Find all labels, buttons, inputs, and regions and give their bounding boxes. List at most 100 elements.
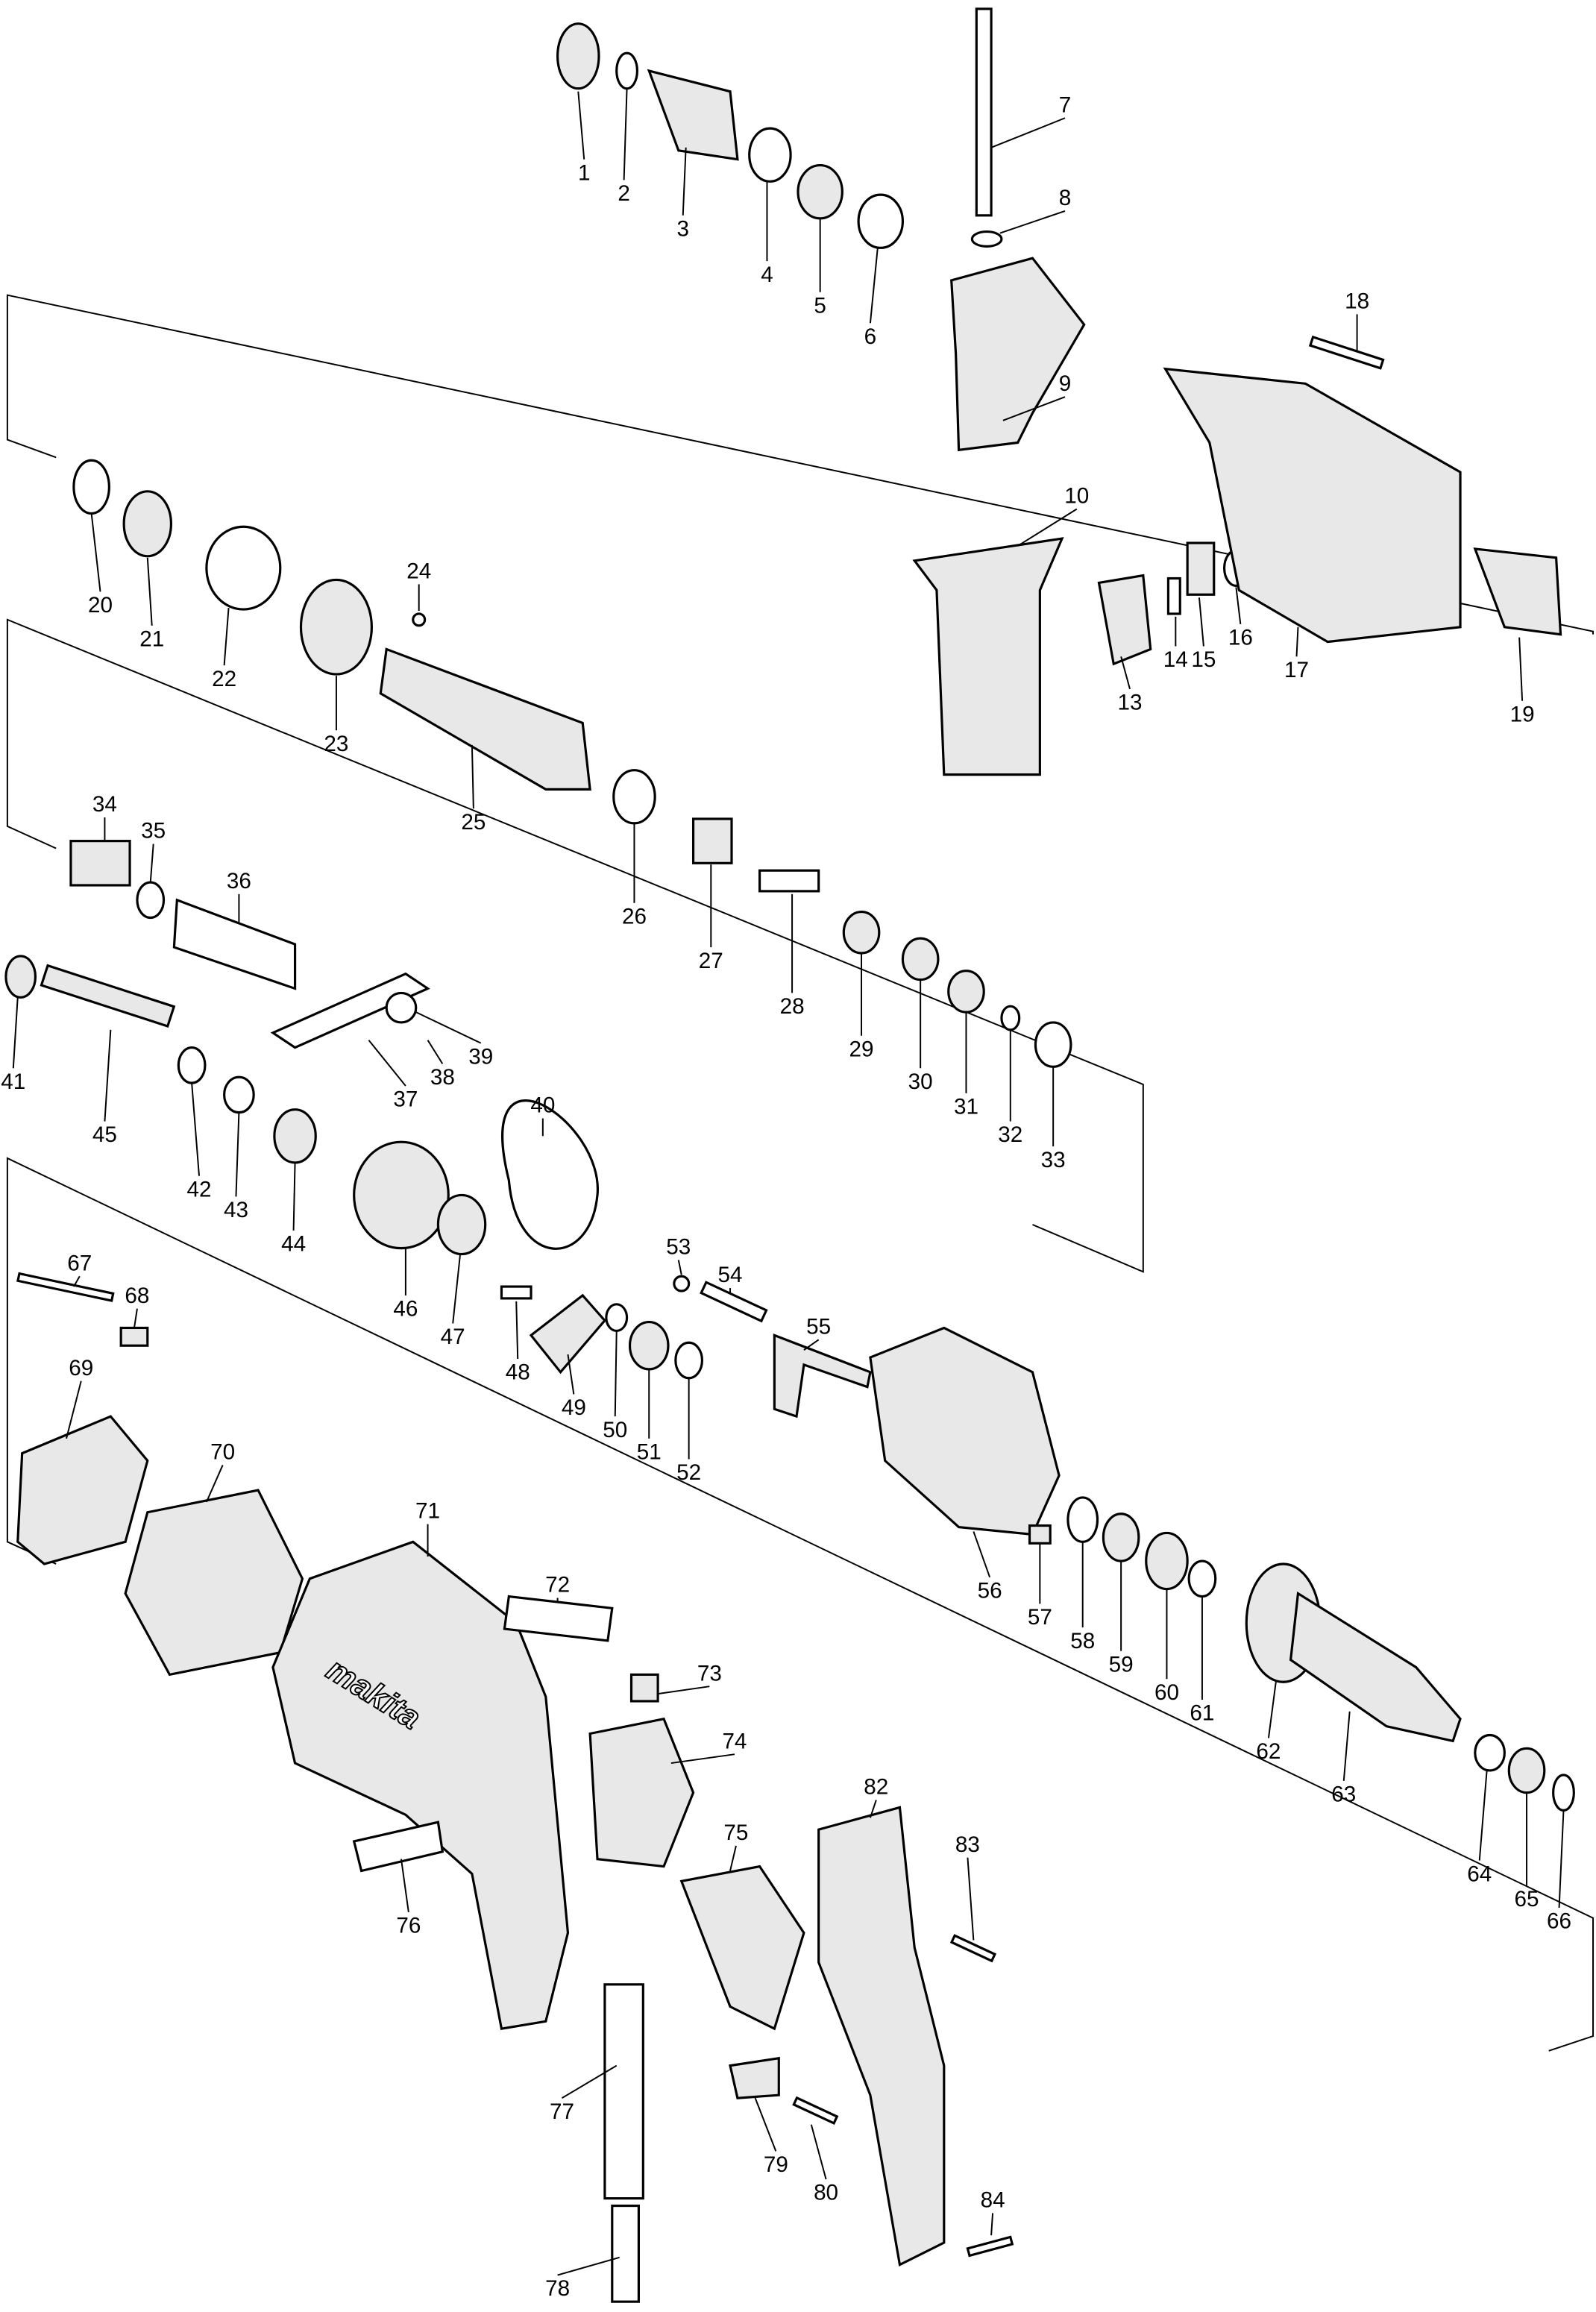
part-49-plate — [529, 1293, 607, 1375]
leader-line — [557, 2256, 620, 2276]
callout-29: 29 — [849, 952, 874, 1061]
part-number-label: 51 — [637, 1440, 662, 1465]
leader-line — [235, 1112, 240, 1197]
callout-80: 80 — [810, 2124, 838, 2205]
part-number-label: 73 — [697, 1661, 722, 1686]
part-72-label — [503, 1595, 614, 1642]
callout-69: 69 — [66, 1356, 93, 1439]
leader-line — [869, 1800, 877, 1818]
part-34-piston — [69, 840, 131, 887]
callout-84: 84 — [981, 2188, 1005, 2236]
part-number-label: 80 — [814, 2181, 838, 2205]
part-68-clip — [119, 1326, 149, 1347]
part-83-screw — [949, 1934, 997, 1963]
leader-line — [146, 557, 153, 626]
leader-line — [999, 210, 1066, 234]
part-2-ring — [615, 51, 638, 90]
part-number-label: 5 — [814, 293, 826, 318]
part-number-label: 54 — [718, 1263, 743, 1287]
part-53-ring — [673, 1275, 691, 1292]
part-number-label: 13 — [1118, 691, 1143, 715]
part-37-38-parts-box — [270, 972, 430, 1049]
callout-71: 71 — [415, 1499, 440, 1557]
part-number-label: 9 — [1059, 371, 1071, 396]
part-67-screw — [16, 1272, 115, 1302]
part-1-ring — [556, 22, 600, 90]
part-9-grip-bracket — [950, 257, 1086, 452]
callout-83: 83 — [955, 1832, 980, 1941]
part-35-o-ring — [136, 881, 166, 920]
part-24-ball — [412, 612, 427, 627]
part-73-brush — [629, 1673, 659, 1703]
part-26-o-ring — [612, 769, 656, 825]
part-20-snap-ring — [72, 459, 110, 515]
leader-line — [1342, 1711, 1351, 1781]
part-number-label: 75 — [723, 1821, 748, 1845]
part-56-inner-housing — [869, 1326, 1061, 1536]
callout-13: 13 — [1118, 656, 1143, 715]
leader-line — [1235, 587, 1242, 624]
callout-55: 55 — [803, 1314, 831, 1351]
callout-43: 43 — [224, 1112, 248, 1222]
callout-49: 49 — [562, 1354, 586, 1420]
part-7-bolt — [975, 7, 993, 217]
part-number-label: 45 — [92, 1122, 117, 1147]
callout-67: 67 — [67, 1251, 92, 1287]
part-55-lever — [773, 1334, 872, 1419]
part-79-holder — [729, 2056, 780, 2099]
leader-line — [803, 1339, 820, 1351]
part-48-screw — [500, 1285, 532, 1300]
callout-60: 60 — [1154, 1589, 1179, 1705]
part-number-label: 66 — [1547, 1909, 1571, 1934]
part-number-label: 52 — [676, 1460, 701, 1485]
callout-34: 34 — [92, 792, 117, 841]
part-14-spring — [1166, 577, 1181, 615]
part-41-bearing — [4, 955, 37, 999]
part-number-label: 76 — [396, 1914, 421, 1938]
callout-25: 25 — [461, 745, 486, 835]
callout-46: 46 — [393, 1248, 418, 1322]
leader-line — [66, 1380, 82, 1439]
callout-17: 17 — [1284, 626, 1309, 682]
leader-line — [104, 1029, 112, 1122]
part-46-crank — [353, 1140, 450, 1250]
part-74-brush-holder — [588, 1717, 695, 1868]
part-43-spring — [223, 1075, 255, 1114]
callout-65: 65 — [1515, 1792, 1539, 1912]
section-outline-2 — [6, 618, 1144, 1273]
part-number-label: 18 — [1345, 289, 1369, 313]
callout-27: 27 — [699, 864, 723, 973]
part-number-label: 83 — [955, 1832, 980, 1857]
part-5-ring — [797, 163, 843, 220]
part-number-label: 32 — [998, 1122, 1022, 1147]
part-32-o-ring — [1000, 1005, 1021, 1031]
part-number-label: 30 — [908, 1069, 933, 1094]
part-63-armature — [1289, 1591, 1462, 1743]
part-number-label: 10 — [1064, 484, 1089, 509]
part-21-nut — [122, 490, 173, 558]
section-outline-1 — [6, 294, 1595, 635]
part-57-block — [1028, 1524, 1052, 1545]
callout-59: 59 — [1109, 1561, 1134, 1677]
leader-line — [515, 1301, 519, 1360]
leader-line — [677, 1260, 682, 1275]
part-71-motor-housing — [271, 1540, 570, 2030]
part-31-bearing — [947, 970, 985, 1014]
part-number-label: 7 — [1059, 92, 1071, 117]
part-59-bearing — [1102, 1512, 1140, 1562]
callout-21: 21 — [139, 557, 164, 651]
leader-line — [149, 844, 154, 883]
callout-58: 58 — [1070, 1542, 1095, 1653]
part-64-washer — [1474, 1733, 1506, 1772]
part-number-label: 55 — [806, 1314, 831, 1339]
callout-77: 77 — [550, 2064, 618, 2124]
part-number-label: 20 — [88, 593, 113, 618]
leader-line — [967, 1857, 975, 1941]
leader-line — [427, 1040, 444, 1064]
part-66-ring — [1552, 1774, 1575, 1812]
leader-line — [657, 1686, 710, 1695]
callout-47: 47 — [441, 1254, 465, 1349]
part-42-washer — [177, 1046, 207, 1084]
leader-line — [810, 2124, 827, 2180]
callout-42: 42 — [187, 1082, 212, 1201]
